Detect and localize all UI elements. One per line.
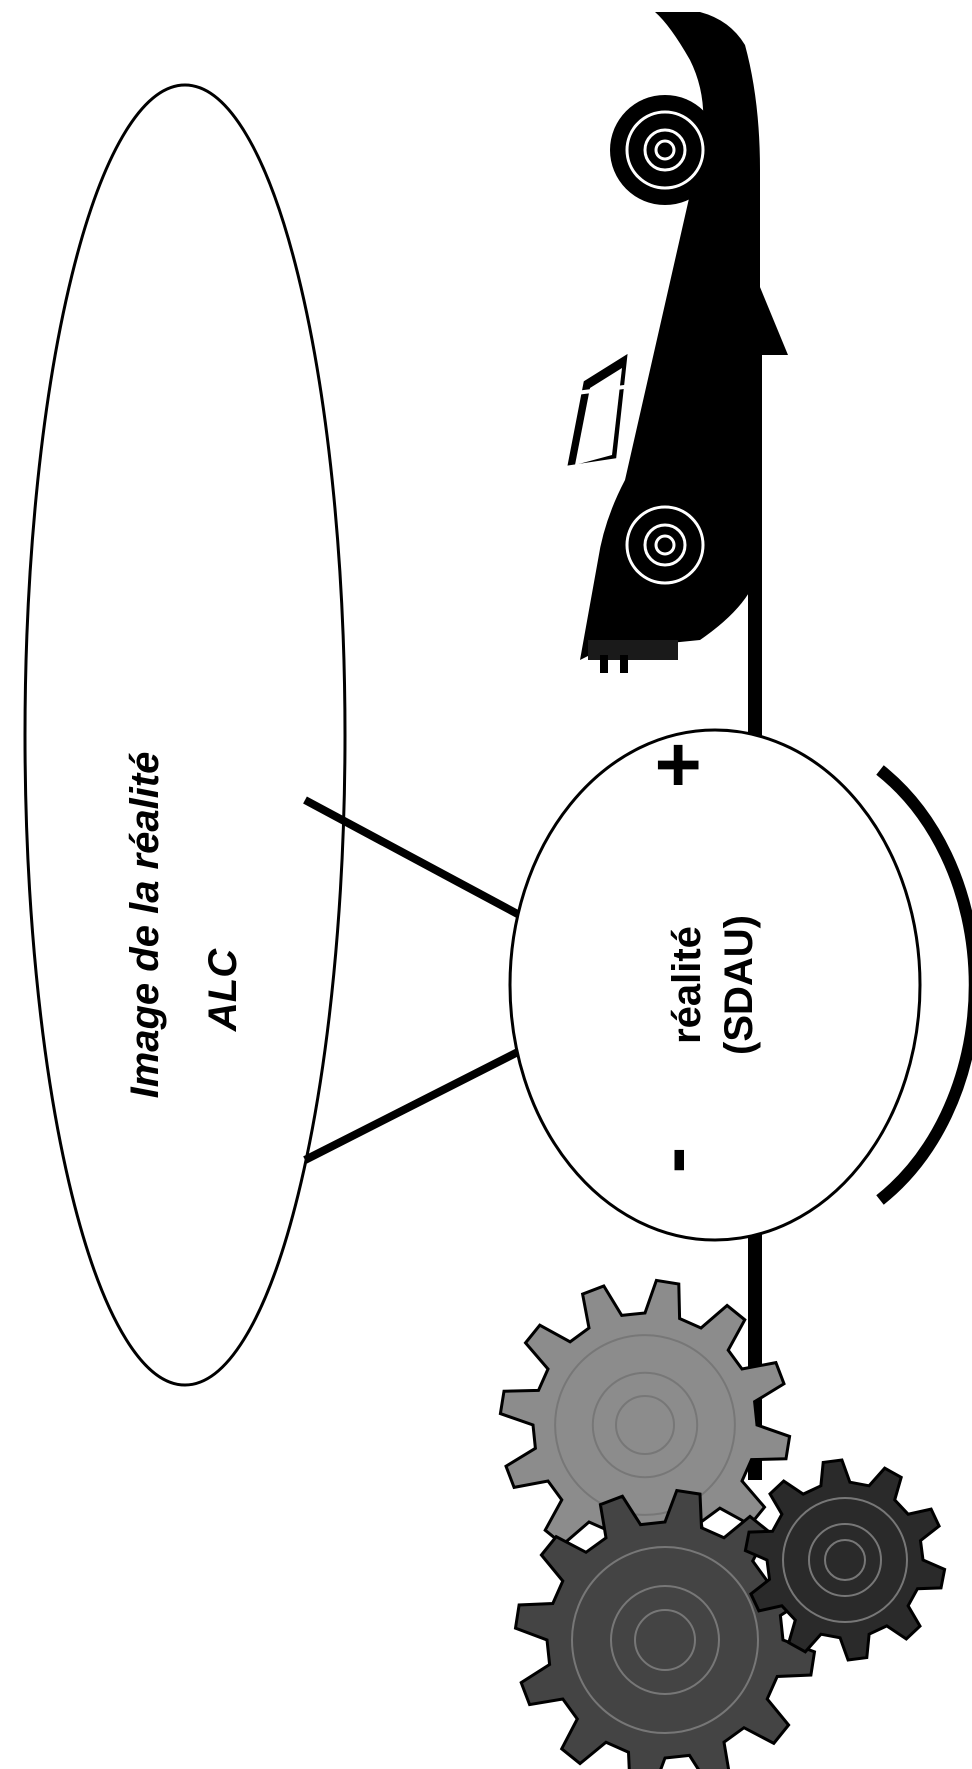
gears-icon xyxy=(498,1278,947,1769)
reality-circle-shadow xyxy=(876,765,972,1205)
image-label: Image de la réalité xyxy=(123,752,167,1099)
gear-large xyxy=(513,1488,817,1769)
image-ellipse xyxy=(23,83,347,1387)
reality-label: réalité xyxy=(665,926,709,1044)
gear-small xyxy=(743,1458,947,1662)
gear-grey xyxy=(498,1278,792,1572)
reality-sub-label: (SDAU) xyxy=(717,915,761,1055)
reality-circle xyxy=(508,728,922,1242)
minus-sign: - xyxy=(628,1147,717,1174)
car-icon xyxy=(559,12,760,673)
alc-label: ALC xyxy=(201,948,245,1032)
car-wheel xyxy=(610,490,720,600)
plus-sign: + xyxy=(633,742,722,789)
car-wheel xyxy=(610,95,720,205)
